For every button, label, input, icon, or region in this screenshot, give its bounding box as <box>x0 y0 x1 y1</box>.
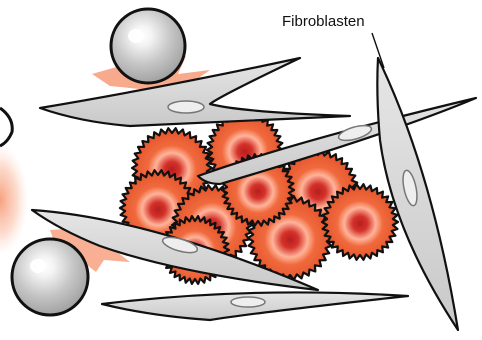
offscreen-cell-edge <box>0 108 12 146</box>
fibroblast-nucleus <box>168 101 204 113</box>
fibroblast-cell <box>40 58 350 126</box>
fibroblast-cell <box>377 58 458 330</box>
immune-cell-bottom <box>12 239 88 315</box>
fibroblast-nucleus <box>231 297 265 307</box>
fibroblast-label: Fibroblasten <box>282 13 365 30</box>
left-glow <box>0 145 28 255</box>
immune-cell-top <box>111 9 185 83</box>
